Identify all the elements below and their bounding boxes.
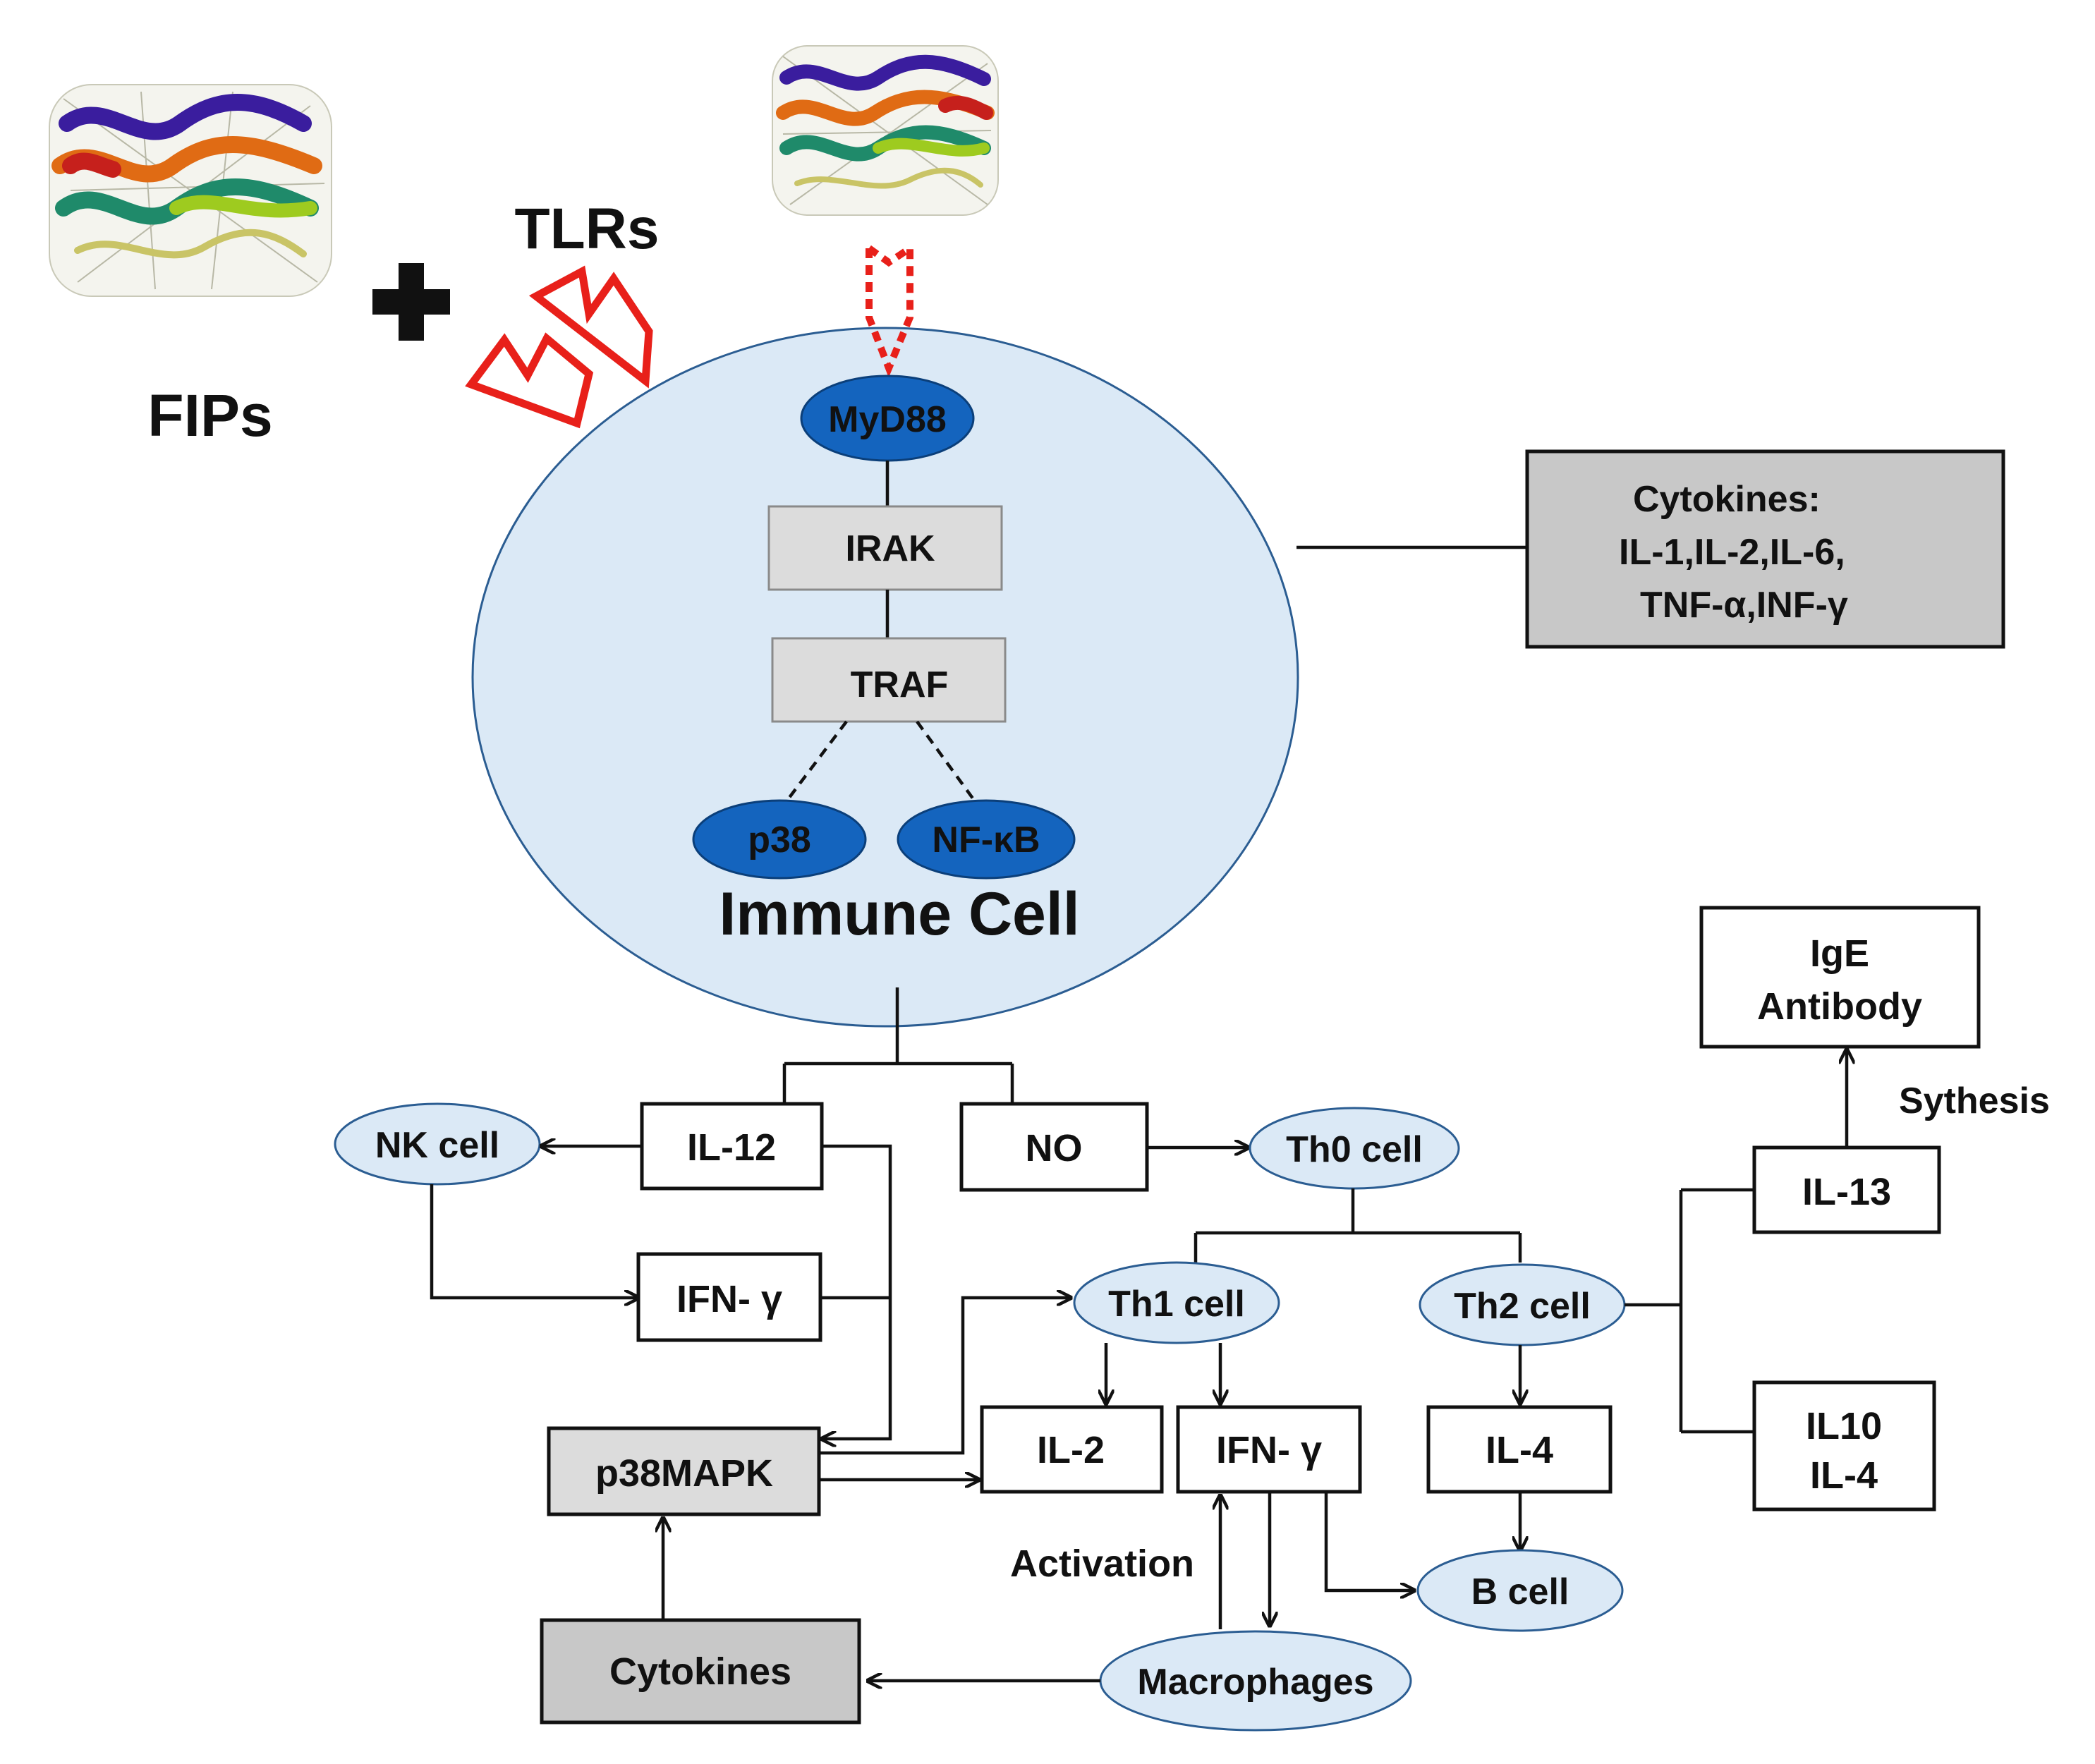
il13-box xyxy=(1752,1145,1941,1234)
th1-cell-label: Th1 cell xyxy=(1108,1284,1245,1325)
ige-label: IgE xyxy=(1810,932,1869,975)
cytokines-list-box xyxy=(1525,449,2005,649)
cytokines-box xyxy=(540,1618,861,1725)
ige-label: Antibody xyxy=(1757,985,1922,1028)
ifn-to-bcell-arrow xyxy=(1324,1492,1414,1590)
activation-label: Activation xyxy=(1010,1543,1194,1585)
ifn-lower-box xyxy=(1176,1405,1362,1494)
il12-label: IL-12 xyxy=(687,1126,776,1169)
p38mapk-label: p38MAPK xyxy=(595,1452,773,1495)
fips-label: FIPs xyxy=(147,382,272,449)
plus-icon xyxy=(372,263,450,341)
il13-label: IL-13 xyxy=(1802,1171,1891,1213)
protein-ribbon-icon xyxy=(49,84,332,297)
protein-ribbon-icon xyxy=(772,45,999,216)
nk-cell-label: NK cell xyxy=(375,1125,499,1166)
macrophages-label: Macrophages xyxy=(1137,1662,1373,1703)
p38-label: p38 xyxy=(748,820,811,860)
cytokines-label: Cytokines xyxy=(609,1650,791,1693)
il10-il4-label: IL-4 xyxy=(1810,1454,1878,1497)
nfkb-node xyxy=(897,799,1076,880)
il10-il4-label: IL10 xyxy=(1806,1405,1882,1447)
ifn-upper-label: IFN- γ xyxy=(676,1278,782,1320)
no-box xyxy=(959,1102,1149,1192)
tlrs-label: TLRs xyxy=(515,197,660,261)
p38mapk-box xyxy=(547,1426,821,1516)
irak-box xyxy=(767,505,1003,591)
il4-box xyxy=(1426,1405,1613,1494)
il2-box xyxy=(980,1405,1164,1494)
cytokines-list-line: Cytokines: xyxy=(1633,479,1821,520)
il4-label: IL-4 xyxy=(1486,1429,1553,1471)
myd88-label: MyD88 xyxy=(828,399,947,440)
cytokines-list-line: TNF-α,INF-γ xyxy=(1640,585,1848,626)
b-cell-label: B cell xyxy=(1471,1571,1569,1612)
p38-node xyxy=(692,799,867,880)
b-cell-node xyxy=(1416,1549,1624,1632)
il12-to-p38mapk-arrow xyxy=(822,1144,892,1439)
ifn-lower-label: IFN- γ xyxy=(1216,1429,1322,1471)
p38mapk-to-th1-arrow xyxy=(819,1298,1071,1455)
th0-cell-label: Th0 cell xyxy=(1286,1129,1423,1170)
nk-to-ifn-arrow xyxy=(430,1184,638,1298)
no-label: NO xyxy=(1026,1127,1083,1169)
traf-p38-link xyxy=(783,720,848,805)
ige-box xyxy=(1699,906,1981,1049)
th2-cell-label: Th2 cell xyxy=(1454,1286,1591,1327)
th1-cell-node xyxy=(1073,1261,1280,1344)
tlr-receptor-icon xyxy=(465,265,653,429)
sythesis-label: Sythesis xyxy=(1899,1081,2050,1121)
immune-cell-label: Immune Cell xyxy=(719,880,1079,948)
tlr-receptor-icon xyxy=(866,245,913,378)
traf-nfkb-link xyxy=(916,720,978,805)
traf-box xyxy=(771,637,1007,723)
il10-il4-box xyxy=(1752,1380,1936,1511)
irak-label: IRAK xyxy=(845,528,935,569)
cytokines-list-line: IL-1,IL-2,IL-6, xyxy=(1619,532,1845,573)
traf-label: TRAF xyxy=(851,664,949,705)
nfkb-label: NF-κB xyxy=(932,820,1040,860)
il2-label: IL-2 xyxy=(1037,1429,1105,1471)
il12-box xyxy=(640,1102,824,1191)
